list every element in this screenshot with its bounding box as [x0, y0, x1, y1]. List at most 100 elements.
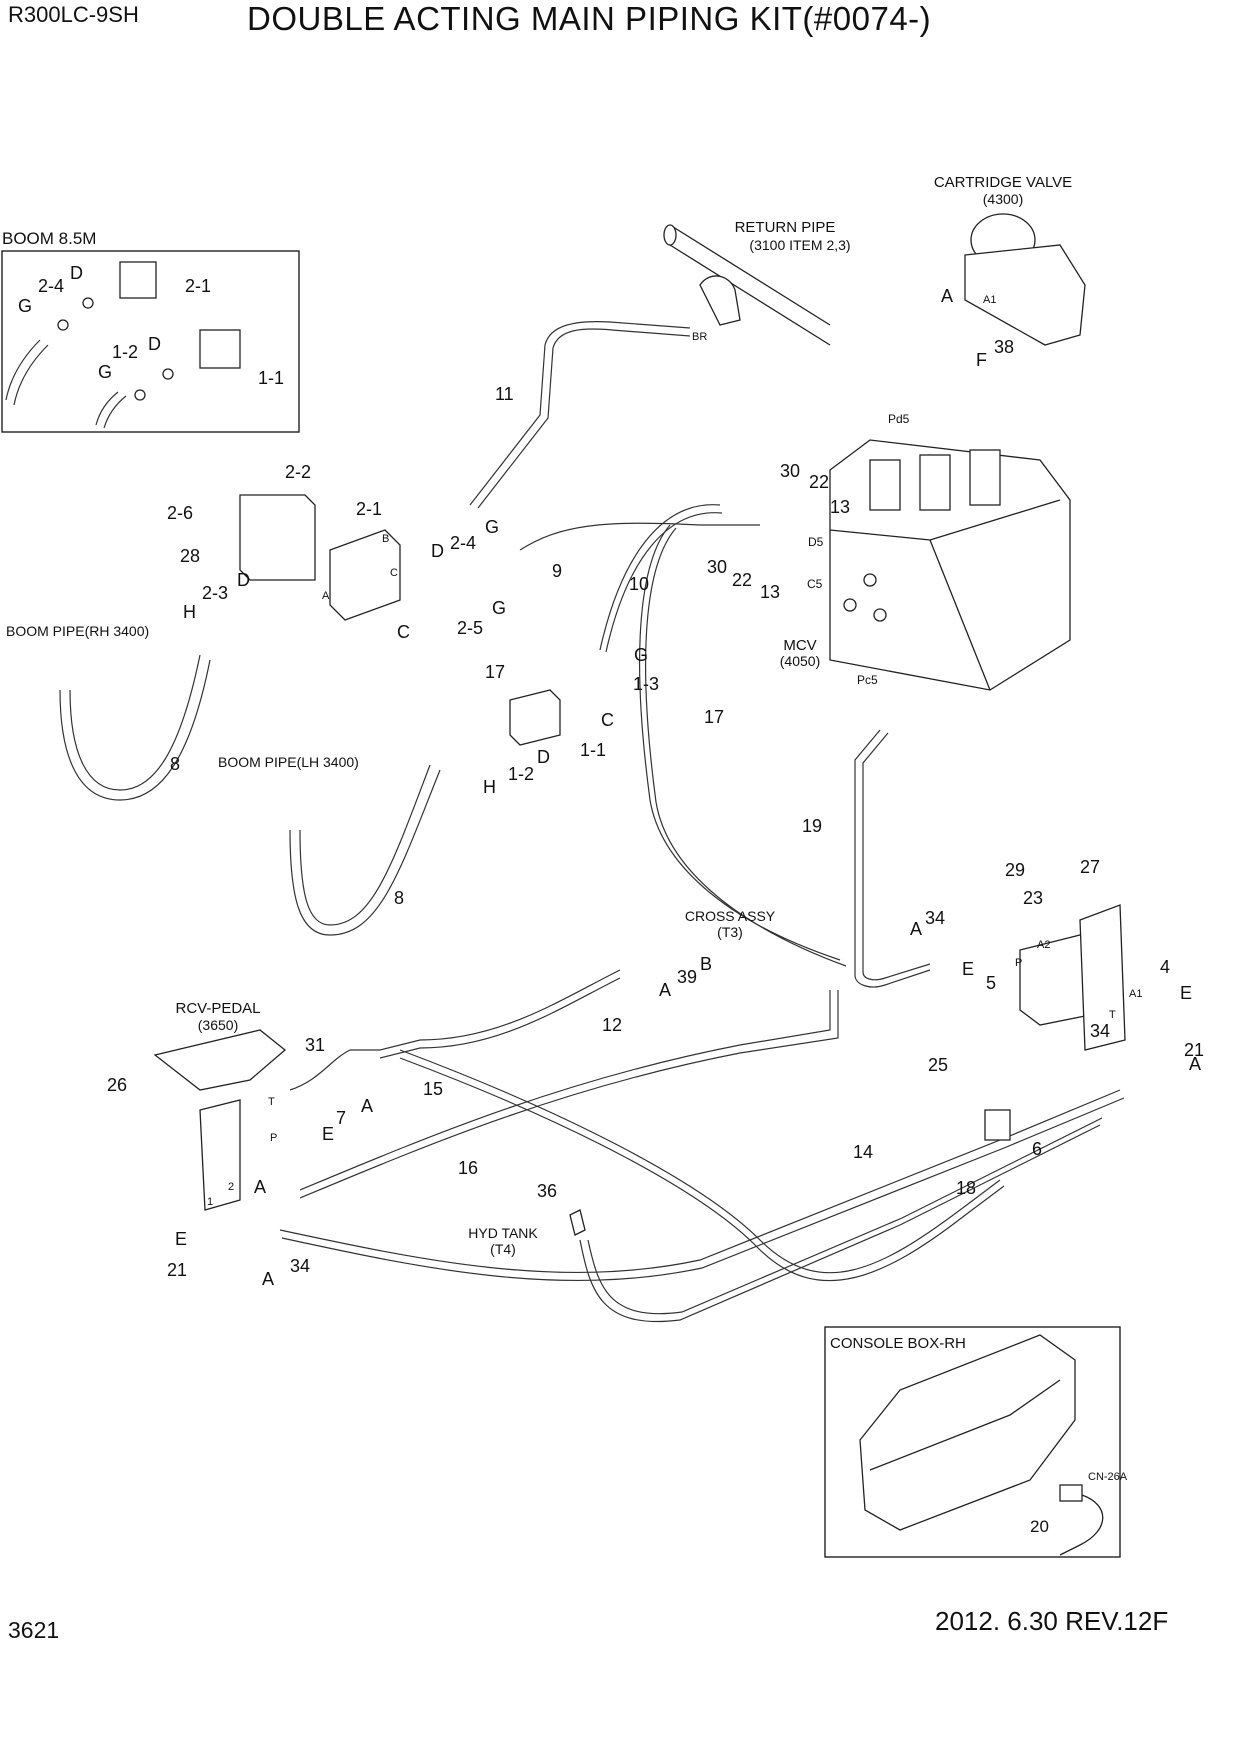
cross-assy-ref: (T3): [717, 924, 743, 940]
boom-inset: BOOM 8.5M: [1, 229, 300, 433]
cartridge-valve-block: [964, 244, 1086, 346]
model-number: R300LC-9SH: [8, 2, 139, 27]
clamp-6: [984, 1109, 1011, 1141]
callout: 34: [925, 908, 945, 928]
connector-label: CN-26A: [1088, 1471, 1128, 1483]
callout: D: [537, 747, 550, 767]
callout: 2-1: [185, 276, 211, 296]
callout: 23: [1023, 888, 1043, 908]
callouts: 2-4 D 2-1 G 1-2 D 1-1 G 11 BR A A1 F 38 …: [18, 263, 1204, 1289]
bracket-4: [1079, 904, 1126, 1051]
hose-8-rh: [59, 654, 211, 801]
callout: 21: [167, 1260, 187, 1280]
callout-20: 20: [1030, 1517, 1049, 1536]
callout: 1-1: [258, 368, 284, 388]
callout: G: [98, 362, 112, 382]
callout: 1-3: [633, 674, 659, 694]
connector-cn-26a: [1059, 1484, 1083, 1502]
plate-2-2: [239, 494, 316, 581]
mcv-edges: [829, 499, 1061, 691]
callout: B: [700, 954, 712, 974]
callout: E: [1180, 983, 1192, 1003]
callout: G: [485, 517, 499, 537]
callout: 27: [1080, 857, 1100, 877]
callout: 10: [629, 574, 649, 594]
cartridge-valve-group: CARTRIDGE VALVE (4300): [934, 174, 1086, 346]
pipe-14: [279, 1089, 1125, 1282]
fitting-1-2-inset: [162, 368, 174, 380]
callout: T: [1109, 1009, 1116, 1021]
callout: 11: [495, 384, 514, 404]
callout: 2-4: [450, 533, 476, 553]
callout: A: [910, 919, 922, 939]
return-pipe-end: [663, 224, 677, 246]
cartridge-valve-label: CARTRIDGE VALVE: [934, 174, 1072, 191]
callout: 2-3: [202, 583, 228, 603]
callout: 21: [1184, 1040, 1204, 1060]
callout: Pd5: [888, 412, 910, 426]
callout: D: [237, 570, 250, 590]
callout: 14: [853, 1142, 873, 1162]
console-inset: CONSOLE BOX-RH CN-26A 20: [824, 1326, 1128, 1558]
callout: 22: [809, 472, 829, 492]
callout: 16: [458, 1158, 478, 1178]
callout: Pc5: [857, 673, 878, 687]
callout: 34: [1090, 1021, 1110, 1041]
return-pipe-tube: [669, 224, 831, 346]
mcv-spool-3: [969, 449, 1001, 506]
block-2-1-inset: [119, 261, 157, 299]
rcv-pedal-label: RCV-PEDAL: [175, 1000, 260, 1017]
callout: P: [270, 1132, 277, 1144]
boom-inset-title: BOOM 8.5M: [2, 229, 96, 248]
fittings: [153, 494, 1126, 1236]
callout: F: [976, 350, 987, 370]
callout: 1-1: [580, 740, 606, 760]
hose-19: [854, 729, 931, 988]
callout: 6: [1032, 1139, 1042, 1159]
hose-12: [379, 969, 621, 1059]
callout: D5: [808, 535, 824, 549]
callout: 15: [423, 1079, 443, 1099]
hose-8-lh: [289, 764, 441, 936]
oring-g2-inset: [134, 389, 146, 401]
boom-inset-hose-lower: [95, 391, 127, 429]
mcv-spool-1: [869, 459, 901, 511]
mcv-port-3: [863, 573, 877, 587]
return-pipe-ref: (3100 ITEM 2,3): [749, 237, 850, 253]
pipe-18: [579, 1117, 1103, 1322]
hyd-tank-ref: (T4): [490, 1241, 516, 1257]
rcv-pedal-valve: [199, 1099, 241, 1211]
boom-pipe-lh-label: BOOM PIPE(LH 3400): [218, 754, 359, 770]
mcv-group: MCV (4050): [780, 439, 1071, 691]
rcv-pedal-plate: [153, 1029, 287, 1091]
callout: 2-6: [167, 503, 193, 523]
mcv-ref: (4050): [780, 653, 820, 669]
console-inset-title: CONSOLE BOX-RH: [830, 1335, 966, 1352]
mcv-port-1: [843, 598, 857, 612]
pipe-15: [399, 1049, 1005, 1282]
callout: 36: [537, 1181, 557, 1201]
hyd-tank-label: HYD TANK: [468, 1225, 538, 1241]
callout: A: [1189, 1054, 1201, 1074]
console-inset-frame: [824, 1326, 1121, 1558]
callout: 2-1: [356, 499, 382, 519]
return-pipe-label: RETURN PIPE: [735, 219, 836, 236]
callout: E: [322, 1124, 334, 1144]
callout: H: [483, 777, 496, 797]
oring-g-inset: [57, 319, 69, 331]
hose-10: [599, 504, 723, 653]
callout: E: [175, 1229, 187, 1249]
callout: P: [1015, 957, 1022, 969]
callout: 22: [732, 570, 752, 590]
callout: 1: [207, 1196, 213, 1208]
callout: 18: [956, 1178, 976, 1198]
callout: 13: [830, 497, 850, 517]
hose-9: [519, 522, 760, 551]
callout: A: [262, 1269, 274, 1289]
callout: 4: [1160, 957, 1170, 977]
boom-pipe-rh-label: BOOM PIPE(RH 3400): [6, 623, 149, 639]
callout: BR: [692, 331, 707, 343]
callout: A1: [983, 294, 996, 306]
callout: T: [268, 1096, 275, 1108]
callout: C: [601, 710, 614, 730]
